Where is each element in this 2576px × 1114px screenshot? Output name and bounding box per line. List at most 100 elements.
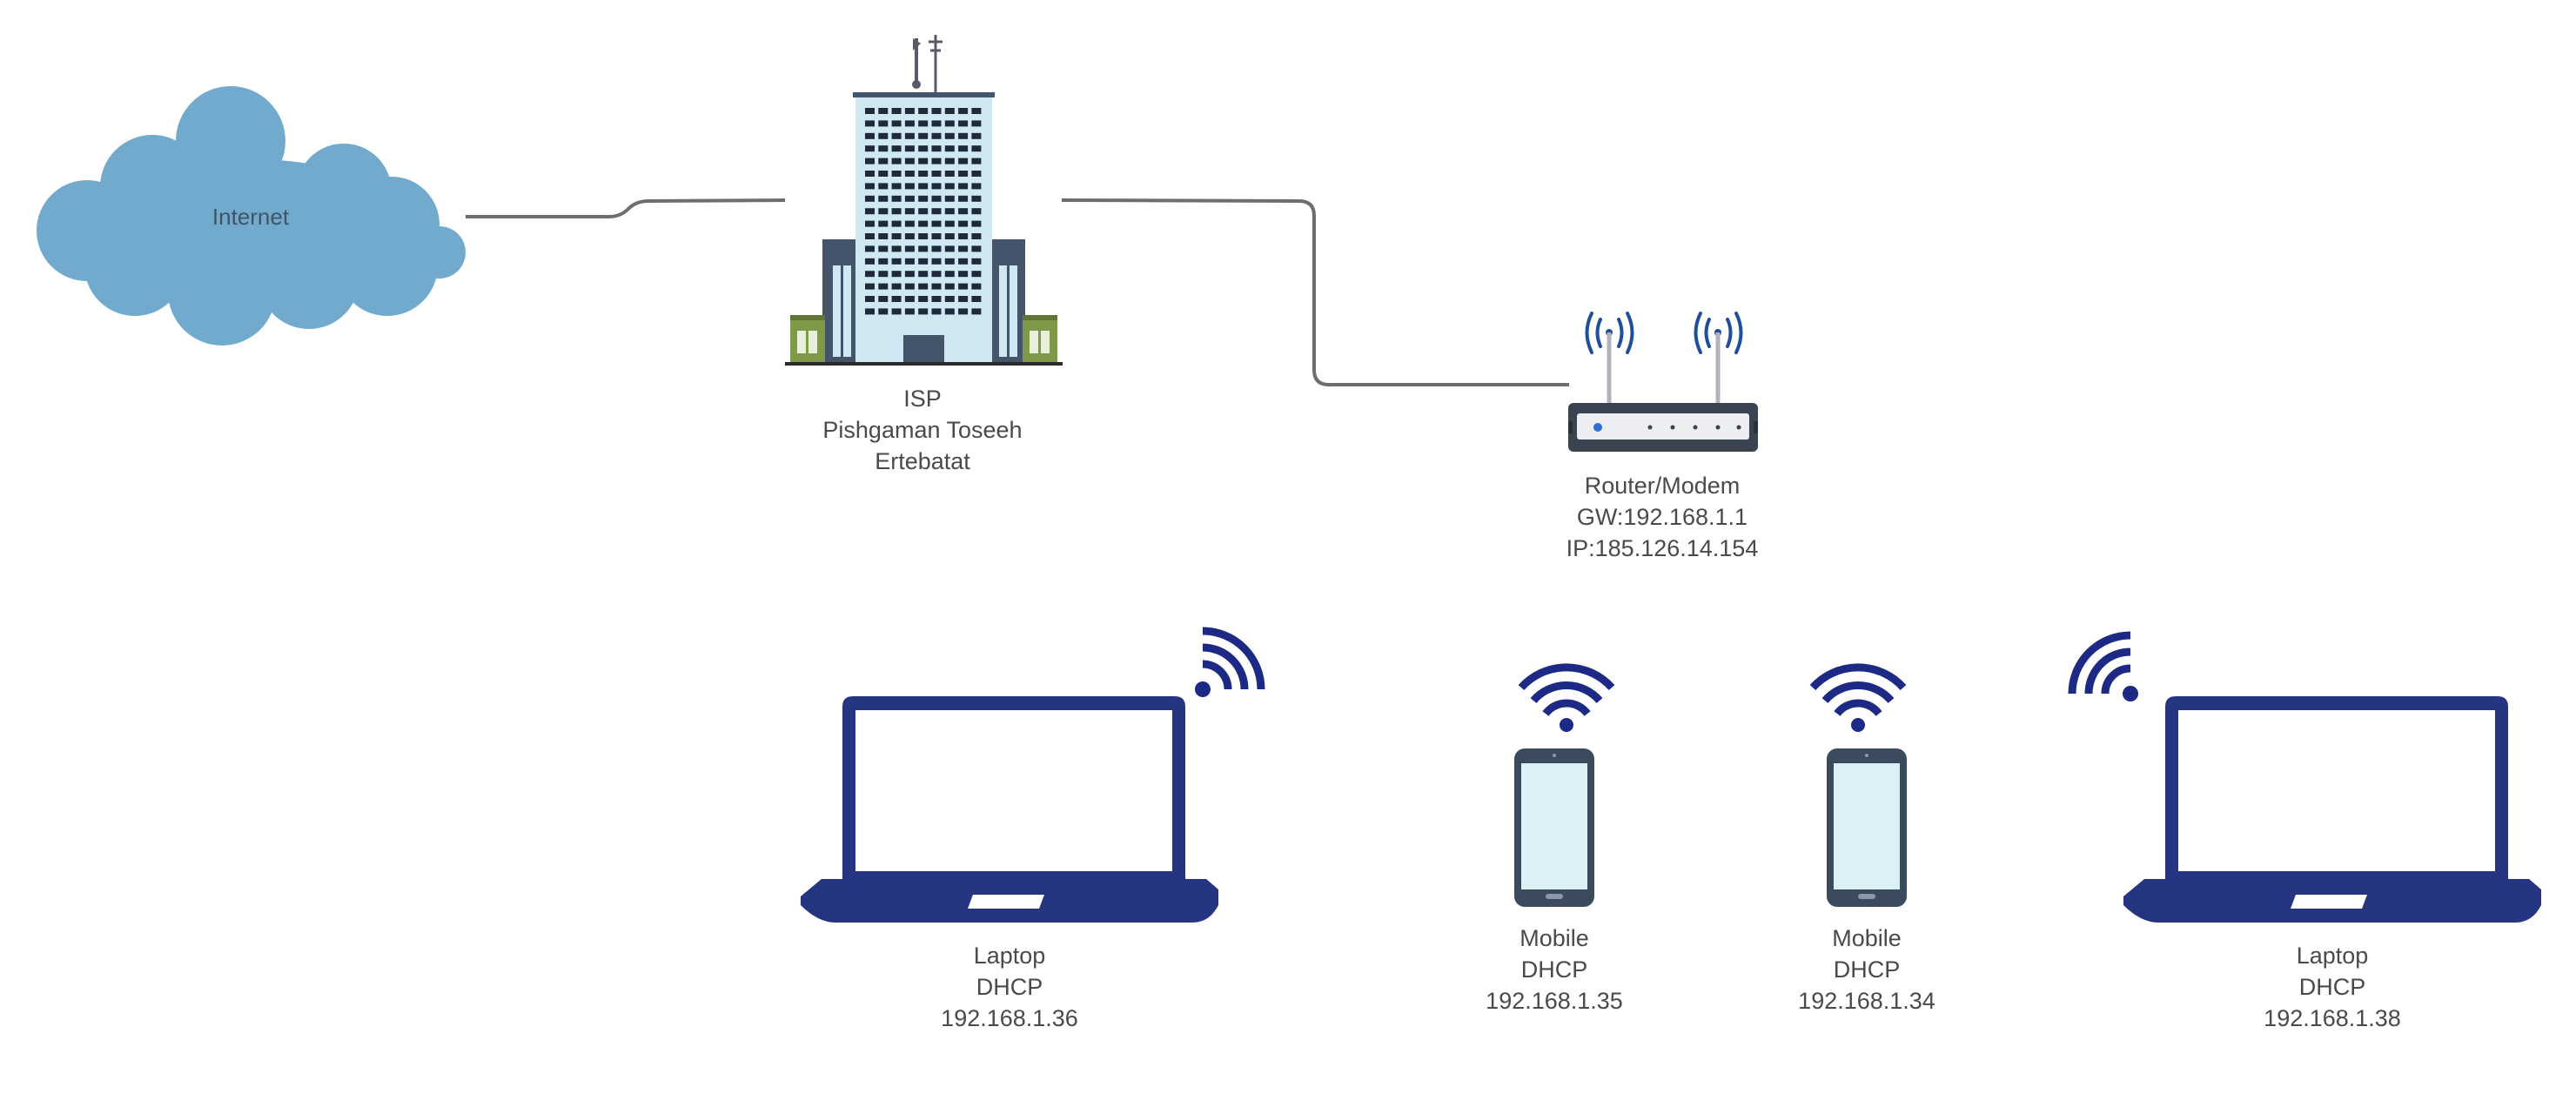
tower-window: [891, 308, 902, 315]
tower-window: [891, 158, 902, 164]
tower-window: [891, 220, 902, 227]
tower-window: [865, 208, 875, 215]
tower-window: [918, 183, 929, 190]
tower-window: [971, 195, 982, 202]
tower-window: [958, 195, 969, 202]
isp-label-line-3: Ertebatat: [875, 448, 970, 474]
tower-window: [891, 171, 902, 177]
tower-window: [918, 296, 929, 302]
laptop-1-label-line-3: 192.168.1.36: [941, 1005, 1078, 1031]
tower-window: [865, 220, 875, 227]
tower-window: [878, 158, 889, 164]
tower-window: [971, 145, 982, 152]
tower-window: [971, 308, 982, 315]
tower-window: [904, 271, 915, 278]
tower-window: [904, 308, 915, 315]
tower-window: [931, 233, 942, 239]
tower-window: [865, 158, 875, 164]
isp-router-link: [1061, 198, 1569, 386]
tower-window: [958, 296, 969, 302]
tower-window: [891, 258, 902, 265]
wifi-icon-mobile-1: [1518, 663, 1615, 732]
tower-window: [865, 296, 875, 302]
tower-window: [931, 208, 942, 215]
tower-window: [958, 283, 969, 290]
tower-window: [931, 158, 942, 164]
tower-window: [971, 245, 982, 252]
laptop-1-label-line-2: DHCP: [976, 974, 1043, 1000]
tower-window: [931, 245, 942, 252]
tower-window: [971, 220, 982, 227]
tower-window: [944, 132, 955, 139]
tower-window: [958, 171, 969, 177]
tower-window: [891, 271, 902, 278]
tower-window: [944, 108, 955, 114]
tower-window: [904, 195, 915, 202]
tower-window: [878, 308, 889, 315]
tower-window: [931, 171, 942, 177]
laptop-2-icon: [2123, 696, 2541, 923]
tower-window: [891, 183, 902, 190]
tower-window: [944, 183, 955, 190]
tower-window: [904, 283, 915, 290]
tower-window: [944, 171, 955, 177]
tower-window: [918, 258, 929, 265]
isp-label-line-2: Pishgaman Toseeh: [822, 417, 1022, 443]
tower-window: [931, 183, 942, 190]
tower-window: [904, 183, 915, 190]
tower-window: [971, 158, 982, 164]
router-icon: [1568, 312, 1758, 452]
tower-window: [931, 271, 942, 278]
tower-window: [944, 296, 955, 302]
mobile-1-icon: [1514, 748, 1594, 907]
tower-window: [878, 171, 889, 177]
tower-window: [918, 308, 929, 315]
tower-window: [971, 283, 982, 290]
tower-window: [878, 132, 889, 139]
tower-window: [904, 220, 915, 227]
tower-window: [878, 258, 889, 265]
tower-window: [904, 258, 915, 265]
tower-window: [958, 120, 969, 127]
tower-window: [904, 233, 915, 239]
wifi-icon-laptop-1: [1195, 627, 1265, 697]
tower-window: [891, 108, 902, 114]
tower-window: [958, 158, 969, 164]
tower-window: [878, 233, 889, 239]
tower-window: [865, 171, 875, 177]
tower-window: [891, 245, 902, 252]
tower-window: [904, 108, 915, 114]
tower-window: [971, 296, 982, 302]
tower-window: [958, 220, 969, 227]
isp-label-line-1: ISP: [903, 386, 942, 412]
tower-window: [918, 271, 929, 278]
tower-window: [865, 120, 875, 127]
tower-window: [904, 245, 915, 252]
tower-window: [891, 208, 902, 215]
mobile-2-icon: [1827, 748, 1907, 907]
laptop-2-label-line-3: 192.168.1.38: [2264, 1005, 2401, 1031]
tower-window: [865, 233, 875, 239]
tower-window: [878, 108, 889, 114]
tower-window: [971, 271, 982, 278]
tower-window: [958, 183, 969, 190]
tower-window: [891, 145, 902, 152]
tower-window: [878, 296, 889, 302]
mobile-2-label-line-2: DHCP: [1834, 956, 1901, 983]
tower-window: [944, 220, 955, 227]
tower-window: [971, 132, 982, 139]
tower-window: [931, 296, 942, 302]
tower-window: [958, 145, 969, 152]
tower-window: [944, 120, 955, 127]
tower-window: [891, 296, 902, 302]
mobile-1-label-line-2: DHCP: [1521, 956, 1588, 983]
tower-window: [918, 145, 929, 152]
tower-window: [878, 245, 889, 252]
tower-window: [865, 145, 875, 152]
laptop-1-label-line-1: Laptop: [974, 943, 1046, 969]
tower-window: [878, 145, 889, 152]
laptop-2-label-line-1: Laptop: [2297, 943, 2369, 969]
tower-window: [918, 245, 929, 252]
mobile-2-label-line-3: 192.168.1.34: [1798, 988, 1935, 1014]
